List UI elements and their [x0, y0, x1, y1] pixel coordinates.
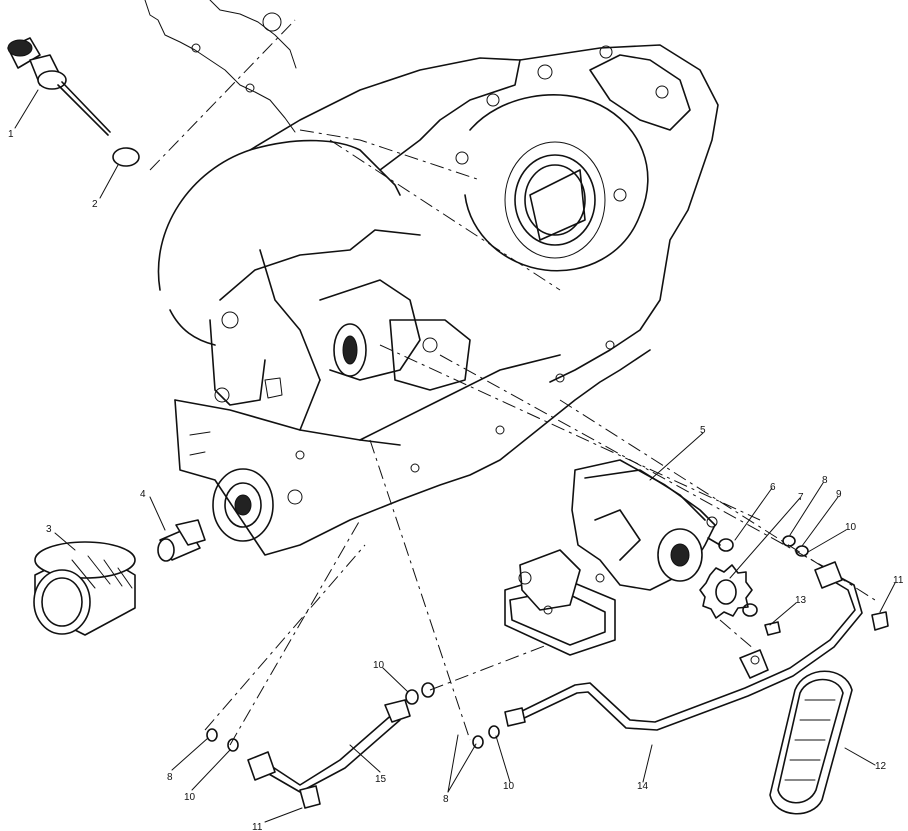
bolt-11-right [871, 611, 889, 631]
drive-sprocket [699, 564, 753, 619]
callout-11-bottom: 11 [252, 822, 263, 831]
callout-4: 4 [140, 489, 146, 500]
oil-pump-assembly [504, 459, 718, 656]
washer-8-left [206, 728, 218, 742]
washer-10-mid [405, 689, 419, 705]
washer-8-low [472, 735, 484, 749]
callout-11-right: 11 [893, 575, 904, 586]
washer-8-right [782, 535, 796, 547]
callout-10-mid: 10 [373, 660, 385, 671]
callout-14: 14 [637, 781, 649, 792]
upper-crankcase-fragment [144, 0, 297, 133]
callout-2: 2 [92, 199, 98, 210]
callout-5: 5 [700, 425, 706, 436]
callout-10-left: 10 [184, 792, 196, 803]
callout-1: 1 [8, 129, 14, 140]
callout-13: 13 [795, 595, 807, 606]
callout-10-right: 10 [845, 522, 857, 533]
assembly-leader-lines [149, 19, 876, 746]
callout-leaders [14, 89, 896, 823]
callout-9: 9 [836, 489, 842, 500]
bolt-6 [707, 537, 734, 552]
callout-10-bottom: 10 [503, 781, 515, 792]
callout-12: 12 [875, 761, 887, 772]
filter-fitting [157, 519, 206, 562]
callout-6: 6 [770, 482, 776, 493]
callout-labels: 1 2 3 4 5 6 7 8 9 10 11 13 10 8 10 15 8 … [8, 129, 904, 831]
washer-8-mid [421, 682, 435, 698]
oil-filter [33, 541, 136, 636]
callout-7: 7 [798, 492, 804, 503]
washer-10-left [227, 738, 239, 752]
oil-line-14 [504, 561, 863, 731]
callout-3: 3 [46, 524, 52, 535]
callout-15: 15 [375, 774, 387, 785]
crankcase-housing [157, 44, 719, 556]
callout-8-left: 8 [167, 772, 173, 783]
o-ring [112, 147, 140, 167]
bolt-11-left [299, 785, 321, 809]
washer-10-low [488, 725, 500, 739]
bolt-13 [764, 621, 781, 636]
oil-line-15 [247, 699, 411, 793]
callout-8-bottom: 8 [443, 794, 449, 805]
washer-13 [742, 603, 758, 617]
callout-8-right: 8 [822, 475, 828, 486]
dipstick [7, 37, 111, 136]
seal-ring [769, 670, 853, 815]
